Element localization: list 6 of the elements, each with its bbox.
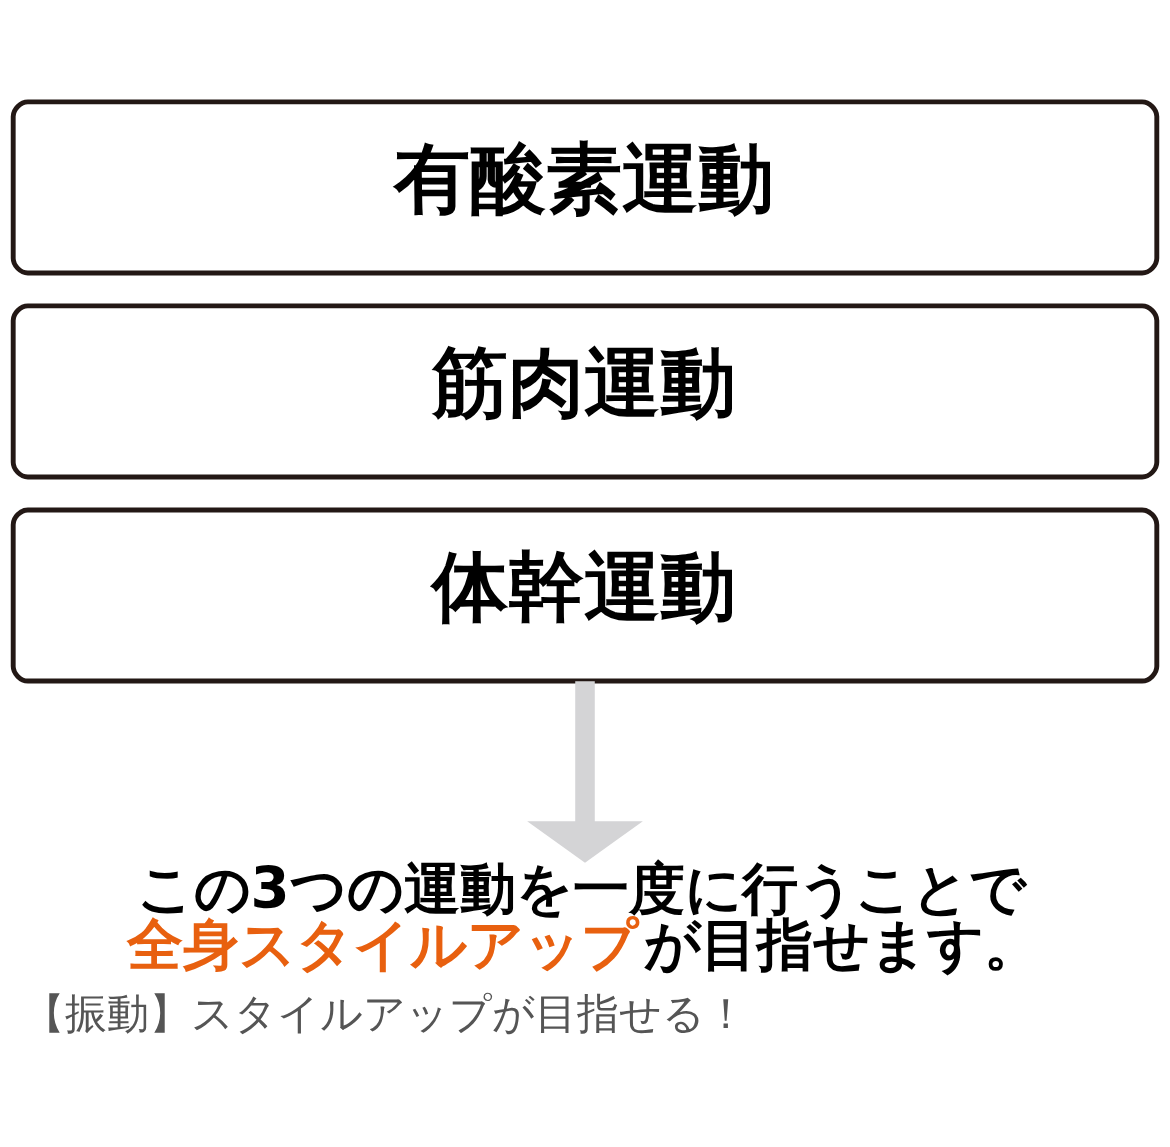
arrow — [527, 681, 643, 863]
node-text: この3つの運動を一度に行うことで全身スタイルアップが目指せます。 — [126, 856, 1040, 978]
caption: 【振動】スタイルアップが目指せる！ — [22, 989, 747, 1039]
node-box: 体幹運動 — [10, 507, 1160, 684]
node-box: 有酸素運動 — [10, 99, 1160, 276]
node-box: 筋肉運動 — [10, 303, 1160, 480]
